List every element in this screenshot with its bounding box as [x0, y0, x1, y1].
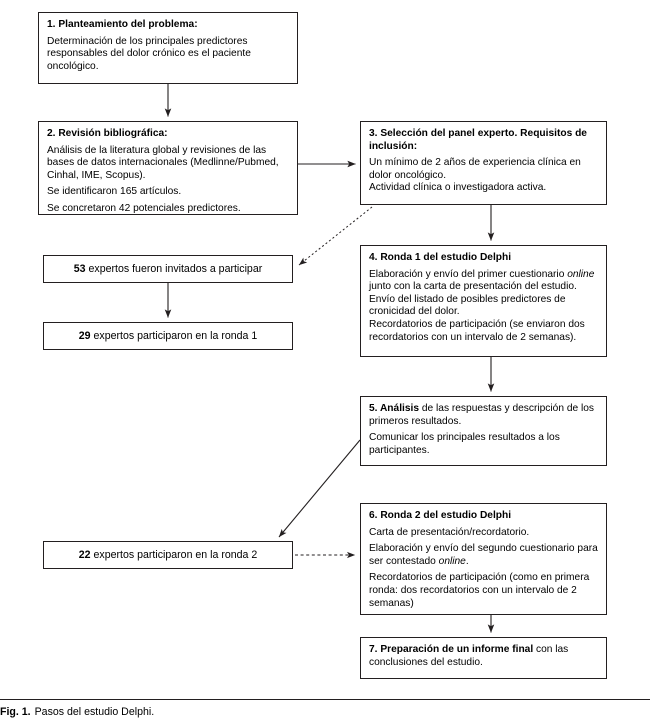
- step-4-line-1: Elaboración y envío del primer cuestiona…: [369, 269, 598, 294]
- step-6-line-2b: .: [465, 555, 469, 567]
- step-5-box[interactable]: 5. Análisis de las respuestas y descripc…: [360, 396, 607, 466]
- step-1-heading: 1. Planteamiento del problema:: [47, 19, 198, 30]
- step-1-box[interactable]: 1. Planteamiento del problema: Determina…: [38, 12, 298, 84]
- step-3-box[interactable]: 3. Selección del panel experto. Requisit…: [360, 121, 607, 205]
- step-6-line-2a: Elaboración y envío del segundo cuestion…: [369, 543, 598, 567]
- figure-caption-text: Pasos del estudio Delphi.: [34, 706, 155, 718]
- step-6-heading: 6. Ronda 2 del estudio Delphi: [369, 510, 512, 521]
- step-2-line-2: Se identificaron 165 artículos.: [47, 186, 182, 198]
- step-7-heading-rest: con las conclusiones del estudio.: [369, 644, 569, 668]
- step-1-body: Determinación de los principales predict…: [47, 35, 251, 72]
- count-invited-text: expertos fueron invitados a participar: [88, 262, 263, 275]
- step-3-line-1: Un mínimo de 2 años de experiencia clíni…: [369, 157, 581, 181]
- step-4-line-1a: Elaboración y envío del primer cuestiona…: [369, 268, 568, 280]
- count-round1-text: expertos participaron en la ronda 1: [93, 329, 258, 342]
- step-2-line-1: Análisis de la literatura global y revis…: [47, 144, 279, 181]
- step-5-line-1: 5. Análisis de las respuestas y descripc…: [369, 403, 598, 428]
- step-5-line-2: Comunicar los principales resultados a l…: [369, 432, 560, 456]
- connector-n5-to-round2: [278, 439, 361, 538]
- step-3-line-2: Actividad clínica o investigadora activa…: [369, 182, 547, 194]
- count-round2-number: 22: [78, 548, 91, 561]
- step-4-line-2: Envío del listado de posibles predictore…: [369, 293, 566, 318]
- step-3-heading: 3. Selección del panel experto. Requisit…: [369, 128, 587, 152]
- step-5-heading: 5. Análisis: [369, 403, 420, 414]
- step-5-heading-rest: de las respuestas y descripción de los p…: [369, 403, 595, 427]
- step-2-heading: 2. Revisión bibliográfica:: [47, 128, 168, 139]
- step-6-box[interactable]: 6. Ronda 2 del estudio Delphi Carta de p…: [360, 503, 607, 615]
- caption-divider: [0, 699, 650, 700]
- step-2-box[interactable]: 2. Revisión bibliográfica: Análisis de l…: [38, 121, 298, 215]
- step-4-line-1-emphasis: online: [567, 268, 595, 280]
- figure-caption-label: Fig. 1.: [0, 706, 31, 718]
- step-4-line-1b: junto con la carta de presentación del e…: [369, 281, 577, 293]
- step-7-heading: 7. Preparación de un informe final: [369, 644, 534, 655]
- step-6-line-1: Carta de presentación/recordatorio.: [369, 526, 530, 538]
- step-7-box[interactable]: 7. Preparación de un informe final con l…: [360, 637, 607, 679]
- step-2-line-3: Se concretaron 42 potenciales predictore…: [47, 202, 241, 214]
- step-4-heading: 4. Ronda 1 del estudio Delphi: [369, 252, 512, 263]
- count-round1-number: 29: [78, 329, 91, 342]
- figure-caption: Fig. 1.Pasos del estudio Delphi.: [0, 706, 650, 719]
- step-4-line-3: Recordatorios de participación (se envia…: [369, 318, 585, 343]
- step-6-line-2-emphasis: online: [438, 555, 466, 567]
- step-6-line-2: Elaboración y envío del segundo cuestion…: [369, 543, 598, 568]
- step-7-line-1: 7. Preparación de un informe final con l…: [369, 644, 598, 669]
- step-6-line-3: Recordatorios de participación (como en …: [369, 572, 590, 609]
- step-4-box[interactable]: 4. Ronda 1 del estudio Delphi Elaboració…: [360, 245, 607, 357]
- count-round2-text: expertos participaron en la ronda 2: [93, 548, 258, 561]
- count-invited-number: 53: [73, 262, 86, 275]
